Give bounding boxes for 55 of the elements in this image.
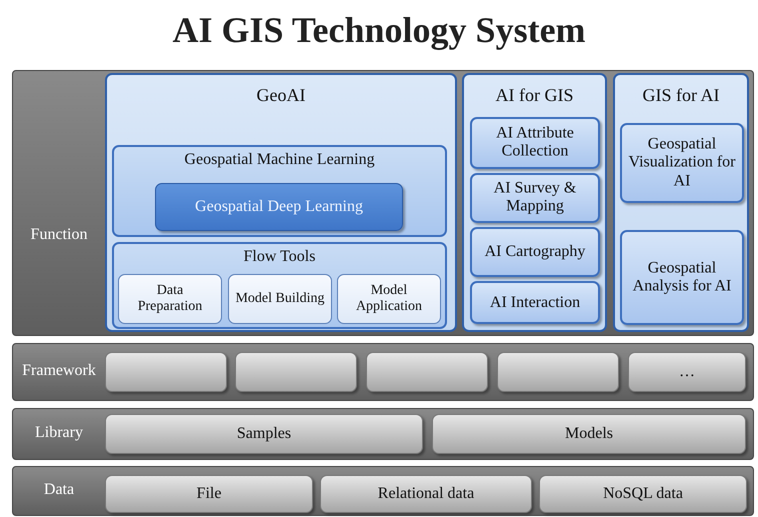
layer-label: Framework bbox=[21, 362, 97, 380]
module-label: Geospatial Analysis for AI bbox=[632, 259, 732, 296]
module-label: AI Attribute Collection bbox=[495, 124, 575, 162]
module-label: AI Cartography bbox=[484, 242, 586, 262]
layer-band bbox=[12, 408, 754, 460]
module-box bbox=[228, 274, 332, 324]
component-label: Samples bbox=[236, 424, 292, 444]
diagram-title: AI GIS Technology System bbox=[171, 10, 587, 52]
layer-label: Data bbox=[42, 481, 76, 500]
component-label: Relational data bbox=[376, 484, 476, 504]
component-box bbox=[432, 414, 746, 454]
layer-band bbox=[12, 466, 754, 516]
component-label: Models bbox=[564, 424, 614, 444]
component-label: File bbox=[196, 484, 222, 504]
component-box bbox=[320, 475, 532, 513]
module-box bbox=[118, 274, 222, 324]
module-label: Model Building bbox=[234, 290, 326, 308]
layer-band bbox=[12, 70, 754, 336]
module-box bbox=[337, 274, 441, 324]
component-label: … bbox=[678, 362, 696, 382]
group-panel bbox=[112, 145, 447, 237]
panel-heading: GeoAI bbox=[256, 85, 306, 106]
panel-heading: GIS for AI bbox=[642, 85, 720, 106]
module-box bbox=[620, 230, 744, 325]
module-box bbox=[155, 183, 403, 231]
component-box bbox=[628, 352, 746, 392]
layer-label: Function bbox=[30, 226, 88, 244]
component-box bbox=[235, 352, 357, 392]
layer-label: Library bbox=[34, 424, 84, 442]
component-box bbox=[366, 352, 488, 392]
module-box bbox=[470, 117, 600, 169]
category-panel bbox=[462, 73, 607, 332]
module-label: Geospatial Deep Learning bbox=[194, 198, 364, 216]
module-box bbox=[620, 123, 744, 203]
component-box bbox=[105, 414, 423, 454]
module-box bbox=[470, 227, 600, 277]
group-panel bbox=[112, 242, 447, 329]
group-heading: Flow Tools bbox=[242, 248, 316, 266]
component-box bbox=[105, 352, 227, 392]
component-label: NoSQL data bbox=[602, 484, 684, 504]
category-panel bbox=[105, 73, 457, 332]
panel-heading: AI for GIS bbox=[494, 85, 574, 106]
module-box bbox=[470, 173, 600, 223]
module-box bbox=[470, 281, 600, 324]
module-label: AI Survey & Mapping bbox=[492, 180, 578, 216]
category-panel bbox=[613, 73, 749, 332]
module-label: Model Application bbox=[354, 282, 424, 316]
module-label: Data Preparation bbox=[136, 282, 204, 316]
component-box bbox=[539, 475, 747, 513]
module-label: AI Interaction bbox=[488, 293, 582, 312]
layer-band bbox=[12, 343, 754, 401]
module-label: Geospatial Visualization for AI bbox=[627, 135, 736, 191]
group-heading: Geospatial Machine Learning bbox=[183, 151, 376, 170]
component-box bbox=[497, 352, 619, 392]
component-box bbox=[105, 475, 313, 513]
